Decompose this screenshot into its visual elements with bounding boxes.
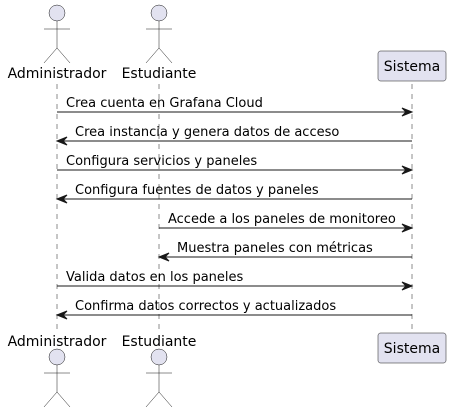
actor-head: [150, 348, 168, 366]
participant-label: Sistema: [384, 341, 440, 357]
message-1: Crea cuenta en Grafana Cloud: [57, 96, 414, 117]
actor-student-top: Estudiante: [122, 4, 197, 82]
lifelines: [56, 84, 413, 330]
actor-left-leg: [145, 391, 160, 408]
message-arrowhead: [55, 310, 68, 320]
message-8: Confirma datos correctos y actualizados: [55, 299, 412, 320]
actor-admin-top: Administrador: [8, 4, 107, 82]
actor-left-leg: [43, 391, 58, 408]
actor-head: [48, 348, 66, 366]
message-arrowhead: [401, 107, 414, 117]
actor-right-leg: [158, 47, 173, 64]
actor-label: Administrador: [8, 66, 107, 82]
message-arrowhead: [157, 252, 170, 262]
message-7: Valida datos en los paneles: [57, 270, 414, 291]
message-arrowhead: [55, 194, 68, 204]
message-label: Crea cuenta en Grafana Cloud: [66, 96, 263, 111]
message-4: Configura fuentes de datos y paneles: [55, 183, 412, 204]
message-5: Accede a los paneles de monitoreo: [159, 212, 414, 233]
message-label: Configura servicios y paneles: [66, 154, 257, 169]
message-3: Configura servicios y paneles: [57, 154, 414, 175]
participants-bottom: Administrador Estudiante Sistema: [8, 332, 447, 408]
actor-left-leg: [145, 47, 160, 64]
message-label: Confirma datos correctos y actualizados: [75, 299, 336, 314]
actor-label: Estudiante: [122, 334, 197, 350]
actor-head: [150, 4, 168, 22]
message-label: Crea instancia y genera datos de acceso: [75, 125, 339, 140]
participants-top: Administrador Estudiante Sistema: [8, 4, 447, 82]
message-label: Accede a los paneles de monitoreo: [168, 212, 396, 227]
message-label: Valida datos en los paneles: [66, 270, 244, 285]
actor-student-bottom: Estudiante: [122, 334, 197, 408]
message-label: Configura fuentes de datos y paneles: [75, 183, 319, 198]
actor-left-leg: [43, 47, 58, 64]
actor-right-leg: [56, 391, 71, 408]
message-arrowhead: [55, 136, 68, 146]
message-arrowhead: [401, 165, 414, 175]
message-label: Muestra paneles con métricas: [177, 241, 373, 256]
actor-right-leg: [56, 47, 71, 64]
message-6: Muestra paneles con métricas: [157, 241, 412, 262]
actor-label: Administrador: [8, 334, 107, 350]
participant-box: [377, 50, 447, 82]
actor-admin-bottom: Administrador: [8, 334, 107, 408]
message-arrowhead: [401, 281, 414, 291]
actor-right-leg: [158, 391, 173, 408]
participant-system-bottom: Sistema: [377, 332, 447, 364]
participant-label: Sistema: [384, 59, 440, 75]
actor-label: Estudiante: [122, 66, 197, 82]
actor-head: [48, 4, 66, 22]
message-2: Crea instancia y genera datos de acceso: [55, 125, 412, 146]
participant-box: [377, 332, 447, 364]
participant-system-top: Sistema: [377, 50, 447, 82]
message-arrowhead: [401, 223, 414, 233]
